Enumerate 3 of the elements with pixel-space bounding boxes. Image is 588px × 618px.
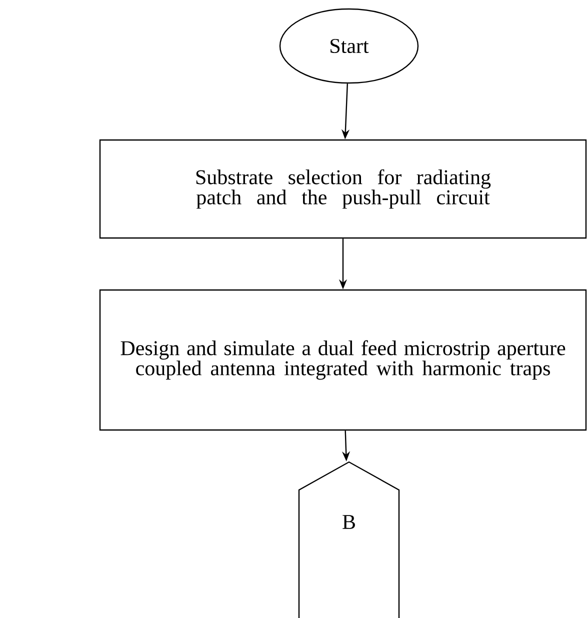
process-box: Substrate selection for radiating patch and the push-pull circuit — [99, 139, 587, 239]
process-box: Design and simulate a dual feed microstrip aperture coupled antenna integrated with harmonic traps — [99, 289, 587, 431]
off-page-connector: B — [298, 461, 400, 618]
